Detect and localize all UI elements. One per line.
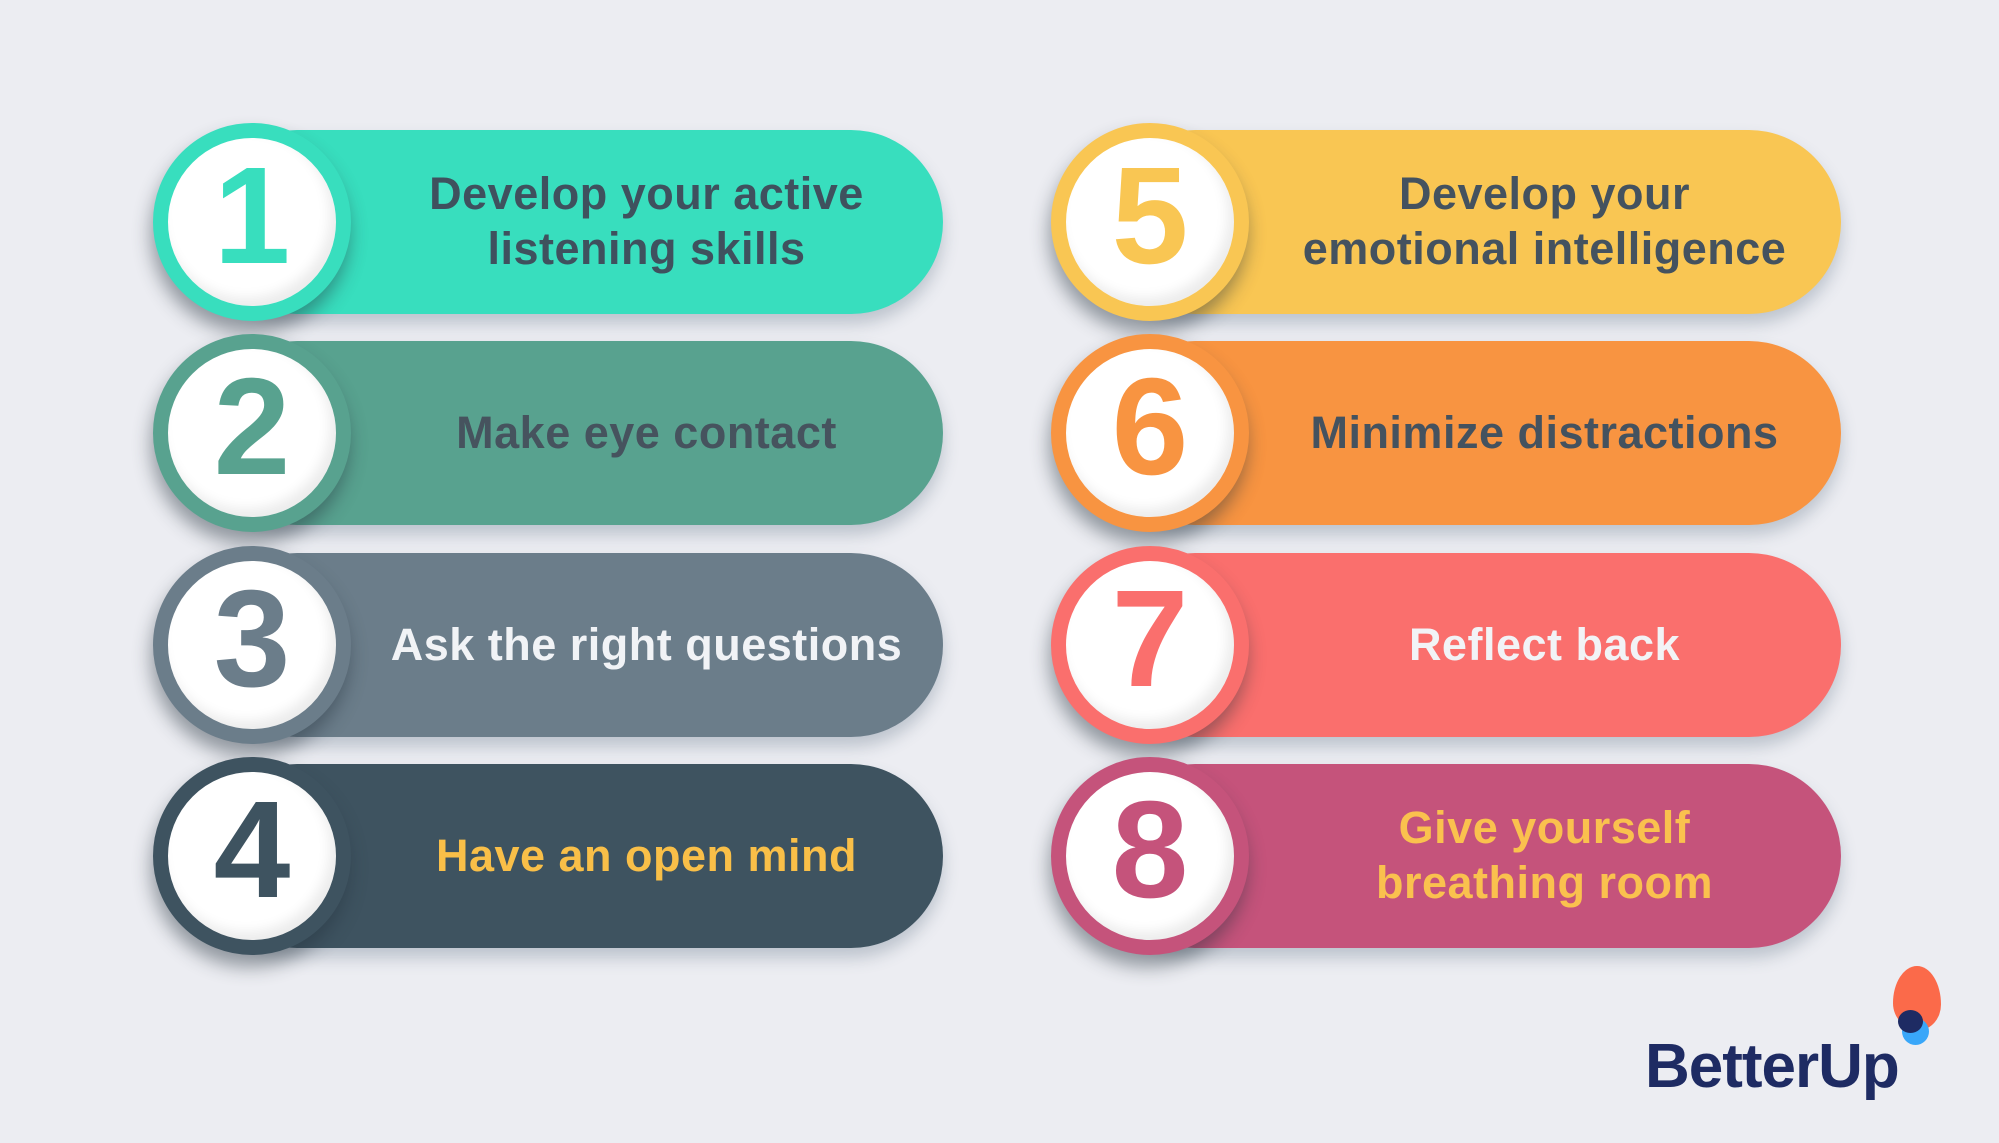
tip-item-6: Minimize distractions 6 — [1051, 333, 1841, 533]
navy-dot-icon — [1898, 1010, 1923, 1033]
tip-number: 4 — [213, 773, 291, 927]
tip-number: 8 — [1111, 773, 1189, 927]
number-badge: 4 — [153, 757, 351, 955]
tip-number: 6 — [1111, 350, 1189, 504]
number-badge: 3 — [153, 546, 351, 744]
tip-item-4: Have an open mind 4 — [153, 756, 943, 956]
tip-label: Develop your emotional intelligence — [1302, 168, 1787, 274]
tip-number: 2 — [213, 350, 291, 504]
tip-number: 1 — [213, 139, 291, 293]
tip-item-1: Develop your active listening skills 1 — [153, 122, 943, 322]
tip-label: Have an open mind — [435, 829, 858, 881]
tip-number: 7 — [1111, 562, 1189, 716]
tip-label: Make eye contact — [456, 406, 837, 458]
betterup-mark-icon — [1891, 966, 1947, 1070]
tip-label: Give yourself breathing room — [1375, 802, 1713, 908]
tip-item-8: Give yourself breathing room 8 — [1051, 756, 1841, 956]
tip-label: Ask the right questions — [390, 618, 903, 670]
number-badge: 7 — [1051, 546, 1249, 744]
number-badge: 8 — [1051, 757, 1249, 955]
betterup-logo: BetterUp — [1645, 966, 1985, 1106]
tip-item-7: Reflect back 7 — [1051, 545, 1841, 745]
number-badge: 2 — [153, 334, 351, 532]
tip-label: Develop your active listening skills — [429, 168, 864, 274]
tip-item-3: Ask the right questions 3 — [153, 545, 943, 745]
betterup-wordmark: BetterUp — [1645, 1032, 1900, 1101]
number-badge: 1 — [153, 123, 351, 321]
tip-label: Reflect back — [1408, 618, 1681, 670]
number-badge: 6 — [1051, 334, 1249, 532]
tip-item-5: Develop your emotional intelligence 5 — [1051, 122, 1841, 322]
number-badge: 5 — [1051, 123, 1249, 321]
tip-number: 3 — [213, 562, 291, 716]
tip-item-2: Make eye contact 2 — [153, 333, 943, 533]
tip-label: Minimize distractions — [1310, 406, 1779, 458]
tip-number: 5 — [1111, 139, 1189, 293]
